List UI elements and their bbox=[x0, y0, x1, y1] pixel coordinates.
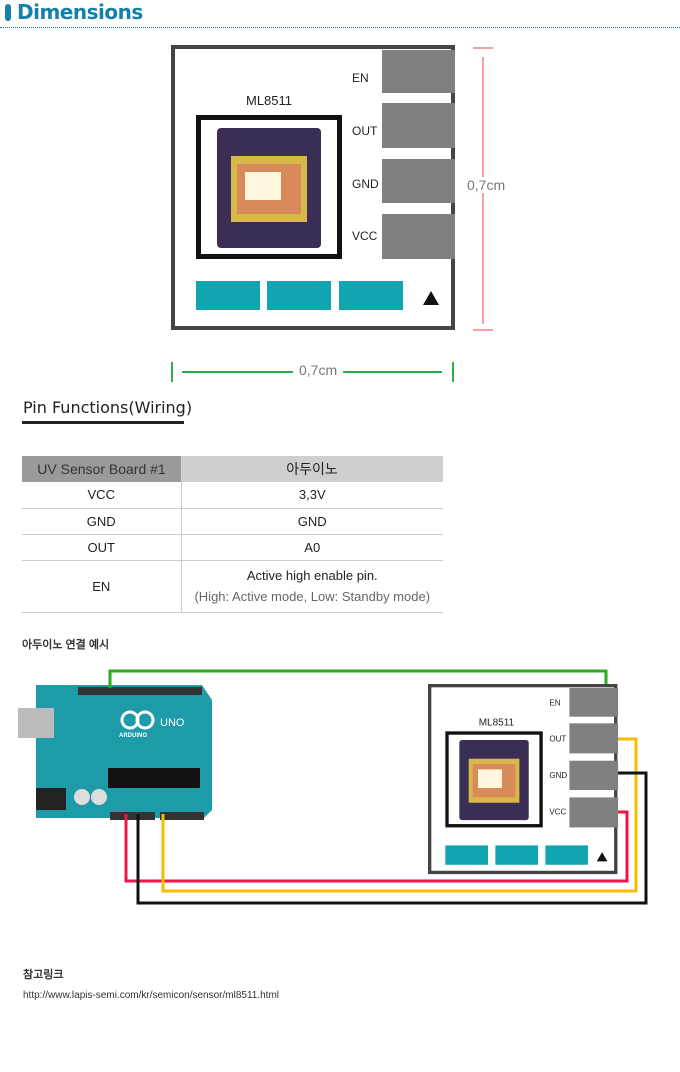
pin-out bbox=[569, 723, 619, 754]
wire-vcc bbox=[124, 810, 629, 883]
header-pins bbox=[150, 687, 202, 695]
header-pins bbox=[78, 687, 150, 695]
dim-tick bbox=[171, 362, 173, 382]
dim-tick bbox=[473, 329, 493, 331]
reference-link[interactable]: http://www.lapis-semi.com/kr/semicon/sen… bbox=[23, 990, 280, 1001]
cell-note: (High: Active mode, Low: Standby mode) bbox=[194, 589, 431, 604]
wire-en bbox=[108, 669, 608, 688]
pin-gnd bbox=[382, 159, 455, 203]
teal-pad bbox=[495, 845, 539, 865]
power-jack bbox=[36, 788, 66, 810]
sensor-model-label: ML8511 bbox=[478, 716, 515, 729]
wiring-diagram: UNO ARDUINO bbox=[18, 669, 648, 905]
chip-image bbox=[459, 740, 529, 821]
teal-pad bbox=[445, 845, 489, 865]
dim-tick bbox=[452, 362, 454, 382]
chip-frame bbox=[196, 115, 342, 259]
pin-en bbox=[569, 688, 619, 717]
cell: VCC bbox=[22, 482, 182, 509]
usb-port bbox=[18, 708, 54, 738]
board-label: UNO bbox=[160, 717, 185, 729]
dim-tick bbox=[473, 47, 493, 49]
cell: EN bbox=[22, 560, 182, 613]
pin-vcc bbox=[382, 214, 455, 259]
teal-pad bbox=[267, 281, 331, 310]
pin-label: OUT bbox=[549, 734, 567, 744]
mcu-chip bbox=[108, 768, 200, 788]
wire-gnd bbox=[136, 771, 648, 905]
board-brand: ARDUINO bbox=[119, 733, 147, 739]
teal-pad bbox=[339, 281, 403, 310]
sensor-diagram-small: ML8511 EN OUT GND VCC bbox=[428, 684, 619, 875]
example-title: 아두이노 연결 예시 bbox=[22, 639, 110, 651]
sensor-model-label: ML8511 bbox=[246, 93, 293, 108]
reference-title: 참고링크 bbox=[23, 969, 64, 981]
pin-label: GND bbox=[352, 177, 379, 191]
triangle-marker-icon bbox=[423, 291, 439, 305]
section-underline bbox=[22, 421, 184, 424]
header-pins bbox=[110, 812, 155, 820]
pin-vcc bbox=[569, 797, 619, 828]
section-title: Pin Functions(Wiring) bbox=[23, 398, 193, 417]
wire-out bbox=[161, 737, 638, 893]
triangle-marker-icon bbox=[596, 852, 608, 862]
teal-pad bbox=[196, 281, 260, 310]
cell: OUT bbox=[22, 534, 182, 561]
height-label: 0,7cm bbox=[464, 177, 509, 193]
divider bbox=[0, 27, 680, 28]
table-header: 아두이노 bbox=[181, 456, 443, 482]
table-row: EN Active high enable pin. (High: Active m… bbox=[22, 560, 443, 613]
chip-frame bbox=[445, 731, 543, 828]
cell: GND bbox=[181, 508, 443, 535]
cell: 3,3V bbox=[181, 482, 443, 509]
teal-pad bbox=[545, 845, 589, 865]
pin-label: OUT bbox=[352, 124, 378, 138]
pin-label: EN bbox=[549, 698, 561, 708]
pin-label: VCC bbox=[549, 807, 567, 817]
pin-label: VCC bbox=[352, 229, 378, 243]
chip-image bbox=[217, 128, 321, 248]
cell: GND bbox=[22, 508, 182, 535]
pin-en bbox=[382, 50, 455, 93]
cell: A0 bbox=[181, 534, 443, 561]
page-title: Dimensions bbox=[17, 0, 143, 24]
cell: Active high enable pin. bbox=[246, 568, 378, 583]
sensor-diagram: ML8511 EN OUT GND VCC bbox=[171, 45, 455, 330]
pin-label: EN bbox=[352, 71, 369, 85]
pin-label: GND bbox=[549, 770, 568, 781]
pin-out bbox=[382, 103, 455, 148]
header-pins bbox=[160, 812, 204, 820]
width-label: 0,7cm bbox=[293, 362, 344, 378]
pin-gnd bbox=[569, 760, 619, 791]
title-bar-accent bbox=[5, 4, 11, 21]
table-header: UV Sensor Board #1 bbox=[22, 456, 181, 482]
